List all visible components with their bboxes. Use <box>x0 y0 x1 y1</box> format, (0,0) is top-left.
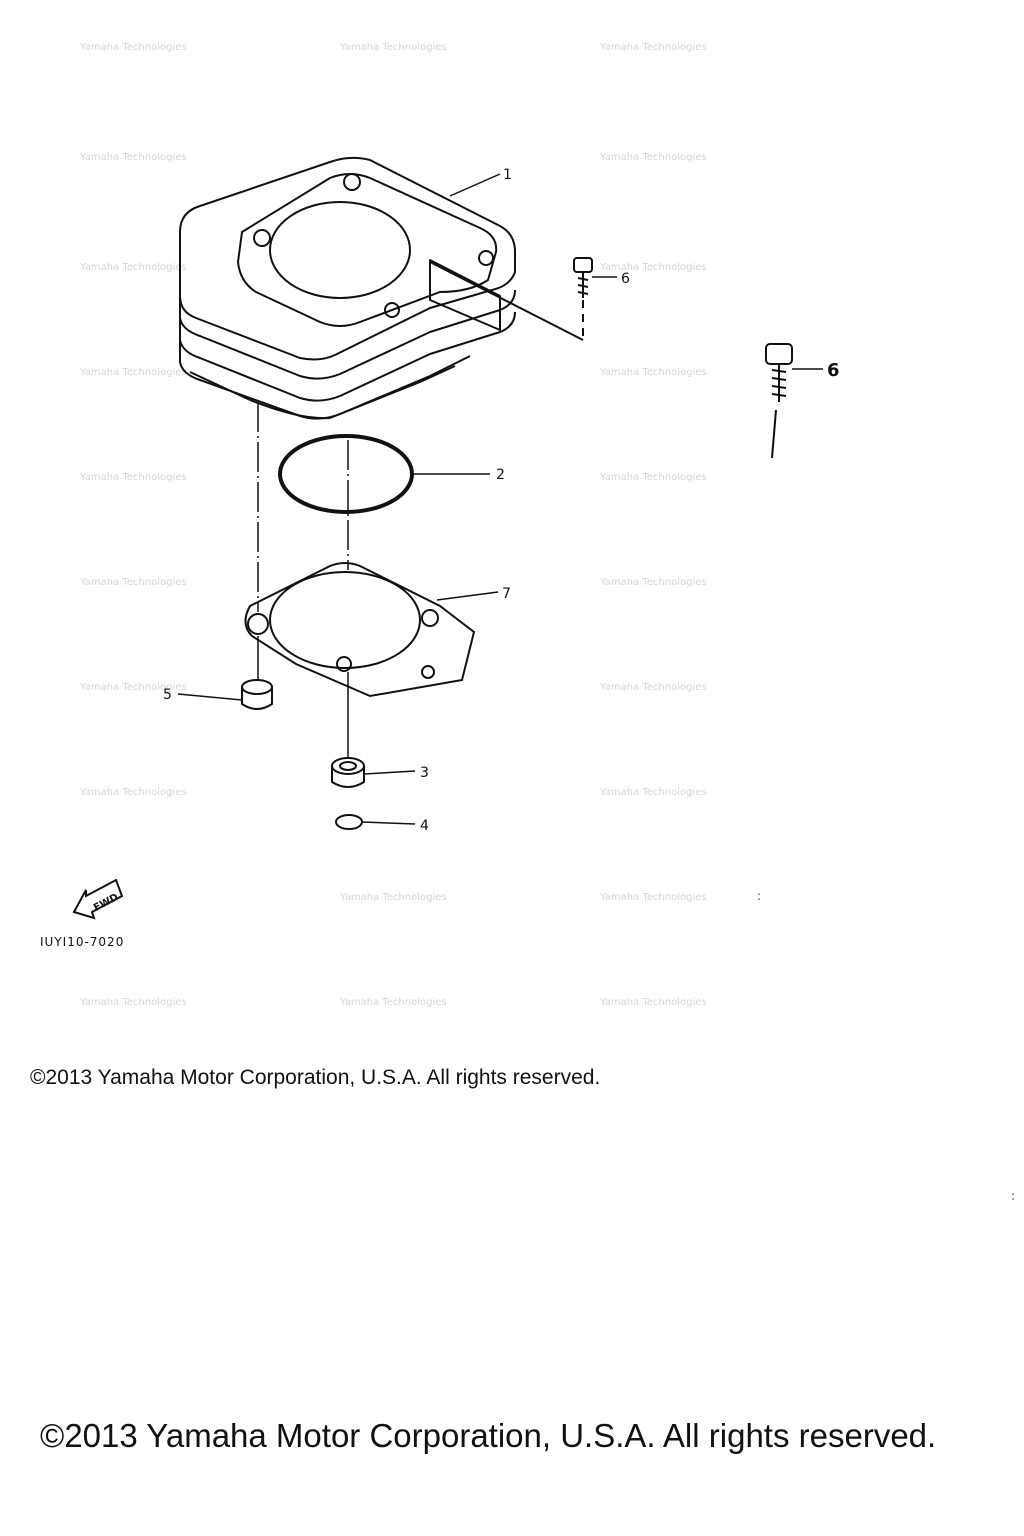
cylinder-stud-hole <box>253 229 271 247</box>
callout-4: 4 <box>420 818 429 834</box>
cylinder-stud-hole <box>343 173 361 191</box>
bolt-6-upper <box>429 257 593 341</box>
cylinder-fin <box>179 289 516 380</box>
scan-mark: : <box>757 889 761 903</box>
watermark: Yamaha Technologies <box>599 997 707 1008</box>
bolt-6-right <box>765 343 793 459</box>
watermark: Yamaha Technologies <box>79 152 187 163</box>
diagram-part-code: IUYI10-7020 <box>40 935 124 949</box>
copyright-notice-large: ©2013 Yamaha Motor Corporation, U.S.A. A… <box>40 1417 937 1454</box>
watermark: Yamaha Technologies <box>79 787 187 798</box>
copyright-notice: ©2013 Yamaha Motor Corporation, U.S.A. A… <box>30 1066 601 1089</box>
small-o-ring-4 <box>335 814 363 830</box>
watermark: Yamaha Technologies <box>79 997 187 1008</box>
callout-7: 7 <box>502 586 511 602</box>
dowel-pin-5 <box>241 679 273 710</box>
watermark: Yamaha Technologies <box>79 472 187 483</box>
cylinder-chain-tunnel <box>429 259 501 331</box>
watermark: Yamaha Technologies <box>599 787 707 798</box>
watermark: Yamaha Technologies <box>599 577 707 588</box>
scan-mark: : <box>1011 1189 1015 1203</box>
watermark: Yamaha Technologies <box>599 152 707 163</box>
assembly-lines <box>257 402 349 758</box>
watermark: Yamaha Technologies <box>599 42 707 53</box>
o-ring-part <box>278 434 414 514</box>
fwd-arrow-icon: FWD <box>72 878 124 920</box>
base-gasket-part <box>244 562 476 698</box>
cylinder-fin <box>179 311 516 402</box>
watermark: Yamaha Technologies <box>339 997 447 1008</box>
callout-6: 6 <box>827 360 840 381</box>
cylinder-top-face <box>179 156 516 361</box>
watermark: Yamaha Technologies <box>79 577 187 588</box>
watermark: Yamaha Technologies <box>599 472 707 483</box>
watermark: Yamaha Technologies <box>79 262 187 273</box>
cylinder-stud-hole <box>384 302 400 318</box>
cylinder-part <box>179 156 516 420</box>
callout-1: 1 <box>503 167 512 183</box>
watermark: Yamaha Technologies <box>339 42 447 53</box>
callout-5: 5 <box>163 687 172 703</box>
cylinder-bore <box>269 201 411 299</box>
cylinder-head-gasket-surface <box>237 173 498 327</box>
callout-2: 2 <box>496 467 505 483</box>
watermark: Yamaha Technologies <box>599 367 707 378</box>
watermark: Yamaha Technologies <box>599 262 707 273</box>
cylinder-base <box>189 365 456 420</box>
watermark: Yamaha Technologies <box>79 367 187 378</box>
callout-3: 3 <box>420 765 429 781</box>
watermark: Yamaha Technologies <box>79 42 187 53</box>
leader-lines <box>177 173 823 825</box>
watermark: Yamaha Technologies <box>599 682 707 693</box>
watermark-grid: Yamaha Technologies Yamaha Technologies … <box>79 42 707 1008</box>
watermark: Yamaha Technologies <box>599 892 707 903</box>
dowel-pin-3 <box>331 757 365 788</box>
cylinder-stud-hole <box>478 250 494 266</box>
callout-6: 6 <box>621 271 630 287</box>
watermark: Yamaha Technologies <box>339 892 447 903</box>
watermark: Yamaha Technologies <box>79 682 187 693</box>
fwd-label: FWD <box>92 892 120 914</box>
